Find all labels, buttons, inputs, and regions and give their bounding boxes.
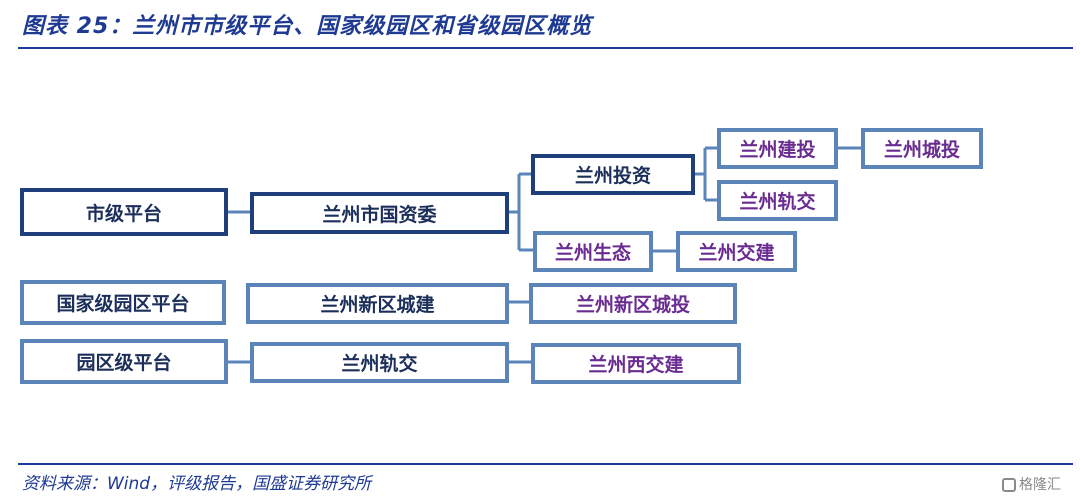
node-city-platform: 市级平台	[20, 188, 228, 236]
node-park-platform: 园区级平台	[20, 339, 228, 384]
source-note: 资料来源：Wind，评级报告，国盛证券研究所	[22, 474, 372, 494]
title-divider	[18, 47, 1073, 49]
node-lanzhou-investment: 兰州投资	[531, 154, 695, 195]
node-lanzhou-new-area-construction: 兰州新区城建	[246, 283, 509, 324]
node-lanzhou-sasac: 兰州市国资委	[250, 192, 509, 234]
watermark-logo-icon	[1002, 478, 1016, 492]
node-national-park-platform: 国家级园区平台	[20, 280, 226, 325]
node-lanzhou-jiaojian: 兰州交建	[676, 231, 797, 272]
footer-divider	[18, 463, 1073, 465]
node-lanzhou-ecology: 兰州生态	[533, 231, 653, 272]
watermark: 格隆汇	[1002, 474, 1061, 494]
node-lanzhou-rail-transit: 兰州轨交	[250, 342, 509, 383]
node-lanzhou-city-invest: 兰州城投	[861, 128, 983, 169]
figure-title: 图表 25：兰州市市级平台、国家级园区和省级园区概览	[22, 14, 593, 39]
node-lanzhou-west-jiaojian: 兰州西交建	[531, 343, 741, 384]
node-lanzhou-construction-invest: 兰州建投	[717, 128, 838, 169]
node-lanzhou-new-area-city-invest: 兰州新区城投	[529, 283, 737, 324]
node-lanzhou-rail-transit-top: 兰州轨交	[717, 180, 838, 221]
watermark-text: 格隆汇	[1019, 477, 1061, 493]
